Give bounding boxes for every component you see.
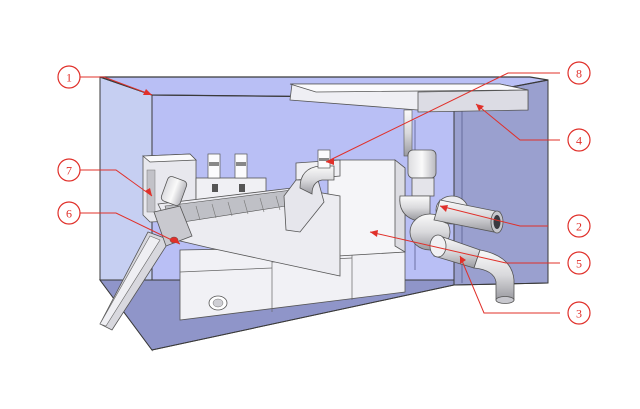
callout-7-label: 7 [66,164,72,178]
leader-arrows [143,89,484,264]
callout-2-label: 2 [576,220,582,234]
screw-press-body [157,149,341,277]
outlet-pipe [429,234,515,304]
callout-4-label: 4 [576,134,582,148]
leader-line-6 [80,212,181,245]
leader-line-3 [459,255,560,314]
callout-3-label: 3 [576,307,582,321]
callout-5: 5 [567,251,591,275]
leader-line-5 [369,231,560,264]
leader-line-7 [80,169,153,197]
callout-3: 3 [567,301,591,325]
callout-5-label: 5 [576,257,582,271]
callout-8-label: 8 [576,67,582,81]
leader-line-8 [325,72,560,163]
vertical-feed-pipe [403,109,413,157]
leader-line-1 [80,76,153,96]
callout-4: 4 [567,128,591,152]
callout-8: 8 [567,61,591,85]
callout-6-label: 6 [66,207,72,221]
leader-line-2 [439,205,548,227]
leader-lines [80,72,560,314]
callout-6: 6 [57,201,81,225]
callout-1: 1 [57,65,81,89]
leader-line-4 [475,103,560,141]
top-cover [289,83,529,113]
callout-7: 7 [57,158,81,182]
housing-frame-edge [151,284,455,351]
inlet-pipe [433,199,504,234]
callout-2: 2 [567,214,591,238]
callout-1-label: 1 [66,71,72,85]
